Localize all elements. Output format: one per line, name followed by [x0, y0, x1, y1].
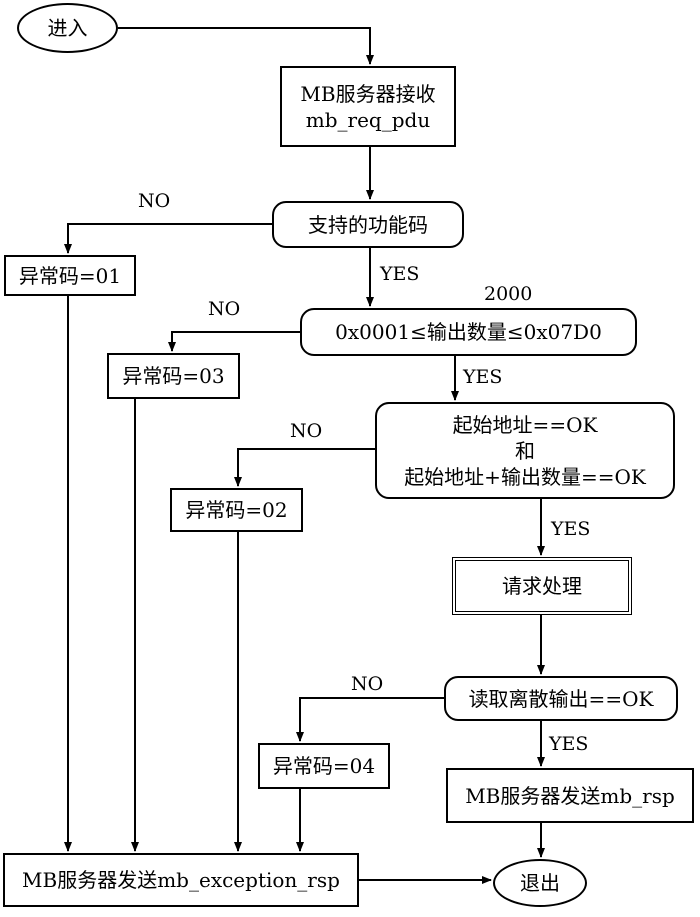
read-decision: 读取离散输出==OK — [444, 676, 678, 721]
address-decision: 起始地址==OK 和 起始地址+输出数量==OK — [375, 402, 675, 499]
arrow-enter-to-receive — [118, 27, 374, 65]
yes-label-address: YES — [551, 518, 591, 540]
no-label-read: NO — [351, 673, 384, 695]
error-code-03-box: 异常码=03 — [107, 353, 240, 399]
receive-line1: MB服务器接收 — [300, 81, 436, 106]
error-code-02-label: 异常码=02 — [185, 498, 288, 522]
error-code-03-label: 异常码=03 — [122, 364, 225, 388]
error-code-01-label: 异常码=01 — [18, 263, 122, 288]
error-code-04-box: 异常码=04 — [258, 743, 390, 789]
address-line2: 和 — [515, 438, 535, 463]
no-label-range: NO — [208, 298, 241, 320]
yes-label-range: YES — [463, 366, 503, 388]
receive-line2: mb_req_pdu — [305, 107, 431, 132]
yes-label-supported: YES — [380, 263, 420, 285]
read-label: 读取离散输出==OK — [468, 686, 654, 711]
exit-label: 退出 — [520, 871, 560, 895]
supported-label: 支持的功能码 — [308, 212, 428, 237]
arrow-range-no — [168, 331, 300, 352]
arrow-addr-no — [234, 448, 375, 487]
process-label: 请求处理 — [502, 574, 582, 598]
range-decision: 0x0001≤输出数量≤0x07D0 — [300, 308, 637, 356]
yes-label-read: YES — [549, 733, 589, 755]
exit-terminal: 退出 — [493, 859, 587, 907]
address-line3: 起始地址+输出数量==OK — [404, 464, 646, 489]
range-label: 0x0001≤输出数量≤0x07D0 — [335, 320, 602, 344]
supported-decision: 支持的功能码 — [272, 201, 464, 248]
address-line1: 起始地址==OK — [452, 412, 598, 437]
start-label: 进入 — [47, 16, 88, 40]
send-exception-label: MB服务器发送mb_exception_rsp — [22, 868, 340, 892]
send-response-label: MB服务器发送mb_rsp — [465, 783, 675, 808]
error-code-04-label: 异常码=04 — [272, 754, 376, 778]
receive-box: MB服务器接收 mb_req_pdu — [280, 66, 456, 147]
no-label-address: NO — [290, 420, 323, 442]
error-code-02-box: 异常码=02 — [170, 488, 303, 532]
process-box: 请求处理 — [452, 557, 632, 615]
send-exception-box: MB服务器发送mb_exception_rsp — [3, 853, 359, 907]
arrow-read-no — [296, 697, 444, 742]
send-response-box: MB服务器发送mb_rsp — [446, 768, 694, 823]
start-terminal: 进入 — [17, 3, 118, 53]
value-2000-label: 2000 — [484, 283, 533, 305]
error-code-01-box: 异常码=01 — [4, 255, 136, 296]
arrow-supported-no — [64, 223, 272, 254]
no-label-supported: NO — [138, 190, 171, 212]
